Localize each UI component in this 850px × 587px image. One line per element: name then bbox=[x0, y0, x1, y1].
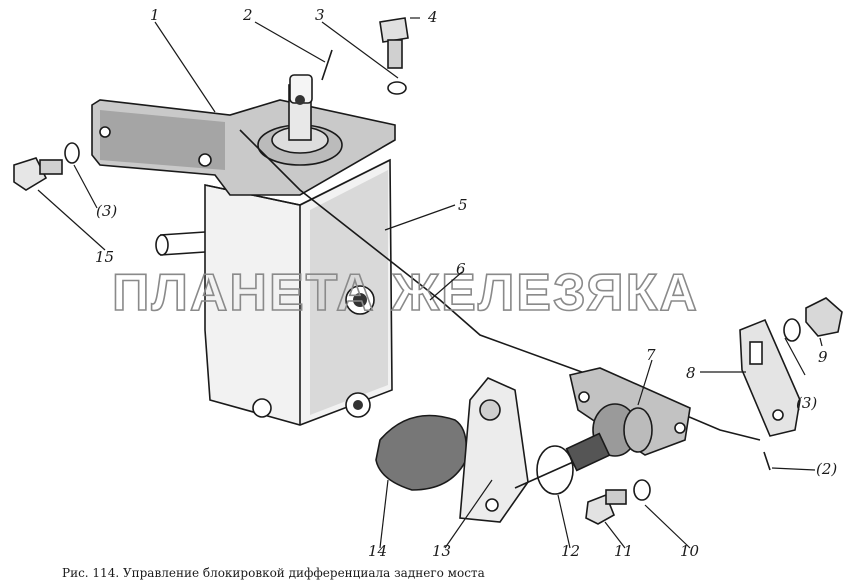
washer-right bbox=[783, 318, 801, 342]
washer-left bbox=[64, 142, 80, 164]
callout-4: 4 bbox=[427, 8, 438, 26]
shaft-flange bbox=[257, 74, 343, 166]
callout-13: 13 bbox=[432, 542, 451, 560]
figure-caption: Рис. 114. Управление блокировкой диффере… bbox=[62, 566, 485, 580]
callout-9: 9 bbox=[818, 348, 828, 366]
washer-bottom bbox=[633, 479, 651, 501]
callout-1: 1 bbox=[150, 6, 160, 24]
nut-right bbox=[805, 297, 843, 337]
callout-14: 14 bbox=[368, 542, 387, 560]
callout-11: 11 bbox=[614, 542, 633, 560]
washer-top bbox=[387, 81, 407, 95]
watermark-text: ПЛАНЕТА ЖЕЛЕЗЯКА bbox=[112, 264, 699, 322]
spring-bushing bbox=[514, 432, 611, 495]
lever-arm bbox=[459, 377, 529, 523]
callout-2-right: (2) bbox=[816, 460, 837, 478]
rubber-cap bbox=[375, 414, 468, 491]
callout-15: 15 bbox=[95, 248, 114, 266]
bolt-bottom bbox=[585, 489, 627, 525]
leader-lines bbox=[37, 17, 823, 549]
cotter-pin bbox=[321, 49, 333, 81]
bracket-plate bbox=[91, 99, 396, 196]
cotter-pin-right bbox=[763, 451, 771, 471]
bolt-top bbox=[379, 17, 409, 69]
callout-3-left: (3) bbox=[96, 202, 117, 220]
lever-plate bbox=[739, 318, 801, 437]
callout-10: 10 bbox=[680, 542, 700, 560]
callout-5: 5 bbox=[458, 196, 468, 214]
bolt-left bbox=[13, 157, 63, 191]
callout-12: 12 bbox=[561, 542, 580, 560]
callout-7: 7 bbox=[646, 346, 656, 364]
callout-3-right: (3) bbox=[796, 394, 817, 412]
callout-2: 2 bbox=[242, 6, 253, 24]
callout-3: 3 bbox=[315, 6, 325, 24]
control-rod bbox=[239, 129, 761, 441]
callout-6: 6 bbox=[456, 260, 466, 278]
callout-8: 8 bbox=[686, 364, 696, 382]
